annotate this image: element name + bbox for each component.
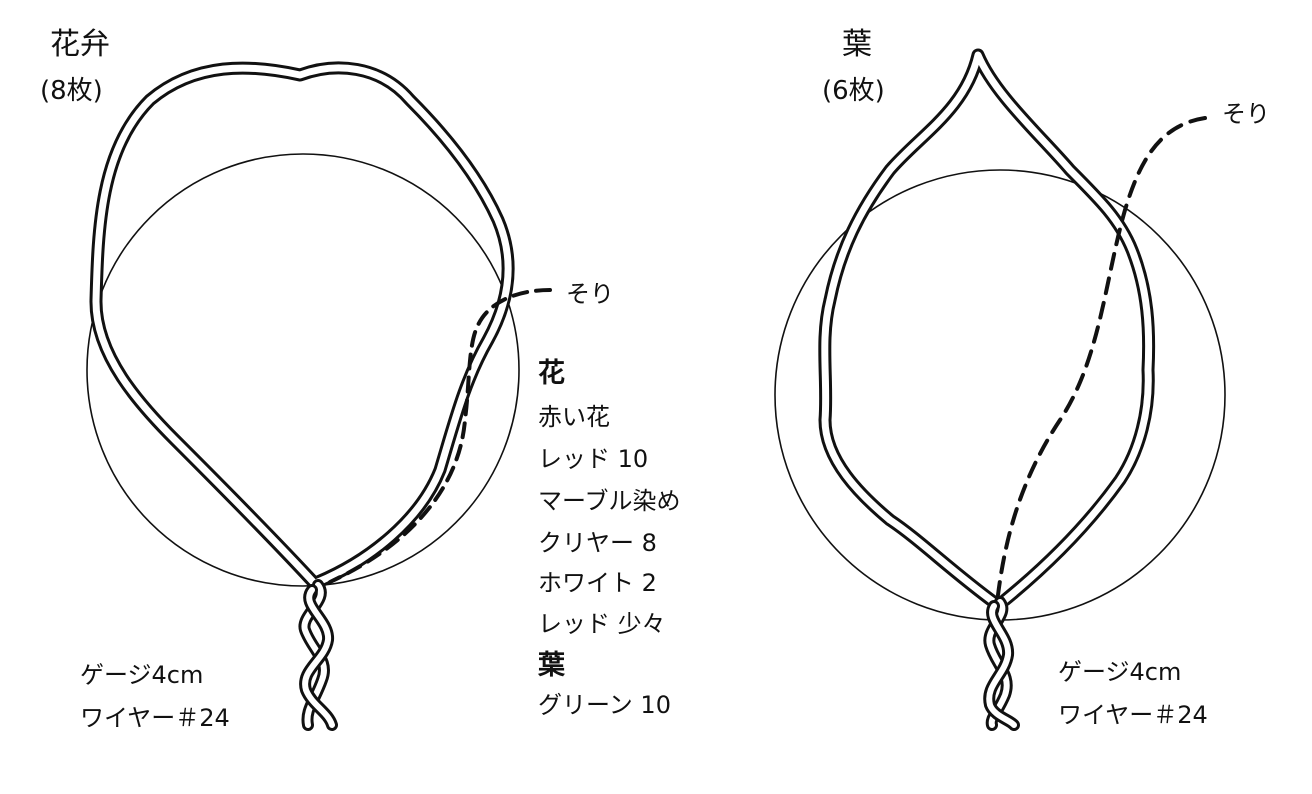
petal-wire-label: ワイヤー＃24 [80,704,230,732]
legend-flower-item: 赤い花 [538,403,610,431]
legend-flower-item: ホワイト 2 [538,569,657,597]
leaf-gauge-circle [774,169,1226,621]
legend-leaf-item: グリーン 10 [538,691,671,719]
petal-gauge-label: ゲージ4cm [80,661,204,689]
legend-flower-item: クリヤー 8 [538,529,657,557]
leaf-wire-loop [818,48,1156,610]
legend-leaf-heading: 葉 [538,650,565,681]
petal-count: (8枚) [40,76,103,106]
leaf-sori-label: そり [1222,100,1270,128]
leaf-wire-label: ワイヤー＃24 [1058,701,1208,729]
petal-twisted-stem [298,579,338,731]
petal-gauge-circle [86,153,520,587]
leaf-sori-dashed [996,116,1207,597]
leaf-title: 葉 [842,27,872,62]
leaf-gauge-label: ゲージ4cm [1058,658,1182,686]
petal-title: 花弁 [50,27,110,62]
petal-wire-loop [89,61,515,592]
legend-flower-item: レッド 10 [538,445,649,473]
petal-sori-dashed [328,288,552,584]
leaf-count: (6枚) [822,76,885,106]
legend-flower-item: レッド 少々 [538,610,666,638]
legend-flower-item: マーブル染め [538,487,681,515]
petal-sori-label: そり [566,280,614,308]
leaf-twisted-stem [983,596,1020,731]
legend-flower-heading: 花 [538,358,565,389]
